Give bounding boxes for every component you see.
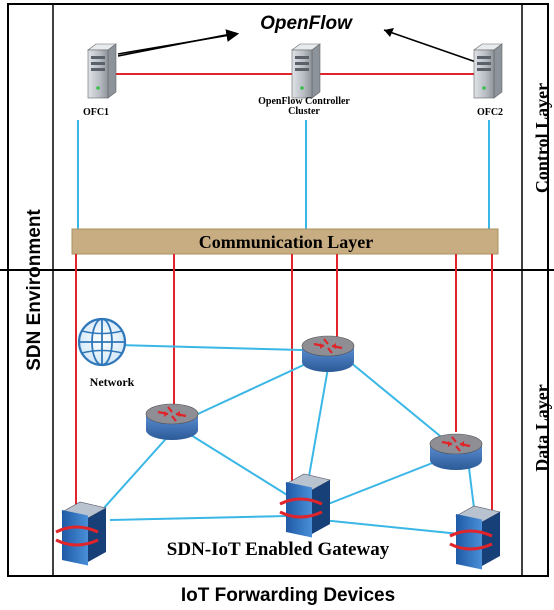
controller-label-ofc1: OFC1: [83, 107, 109, 118]
gateway-label: SDN-IoT Enabled Gateway: [167, 539, 390, 560]
router-icon: [429, 433, 483, 470]
server-icon: [473, 43, 503, 99]
control-data-links: [75, 254, 493, 518]
openflow-label: OpenFlow: [260, 13, 353, 34]
openflow-arrows: [117, 28, 477, 63]
data-layer-label: Data Layer: [532, 384, 552, 471]
server-icon: [87, 43, 117, 99]
gateway-switch-icon: [279, 473, 331, 538]
network-label: Network: [90, 375, 135, 389]
sdn-environment-label: SDN Environment: [24, 209, 45, 371]
controller-label-ofc2: OFC2: [477, 107, 503, 118]
gateway-switch-icon: [55, 501, 107, 566]
communication-layer-bar: [71, 228, 499, 255]
gateway-switch-icon: [449, 505, 501, 570]
footer-label: IoT Forwarding Devices: [181, 585, 395, 606]
server-icon: [291, 43, 321, 99]
control-layer-label: Control Layer: [532, 83, 552, 193]
router-icon: [301, 335, 355, 372]
data-plane-links: [85, 344, 475, 535]
communication-layer-label: Communication Layer: [199, 232, 374, 252]
router-icon: [145, 403, 199, 440]
network-globe-icon: [77, 317, 127, 367]
controller-label-cluster-line1: OpenFlow Controller: [258, 96, 350, 107]
controller-label-cluster-line2: Cluster: [288, 106, 320, 117]
outer-frame: [0, 3, 554, 577]
